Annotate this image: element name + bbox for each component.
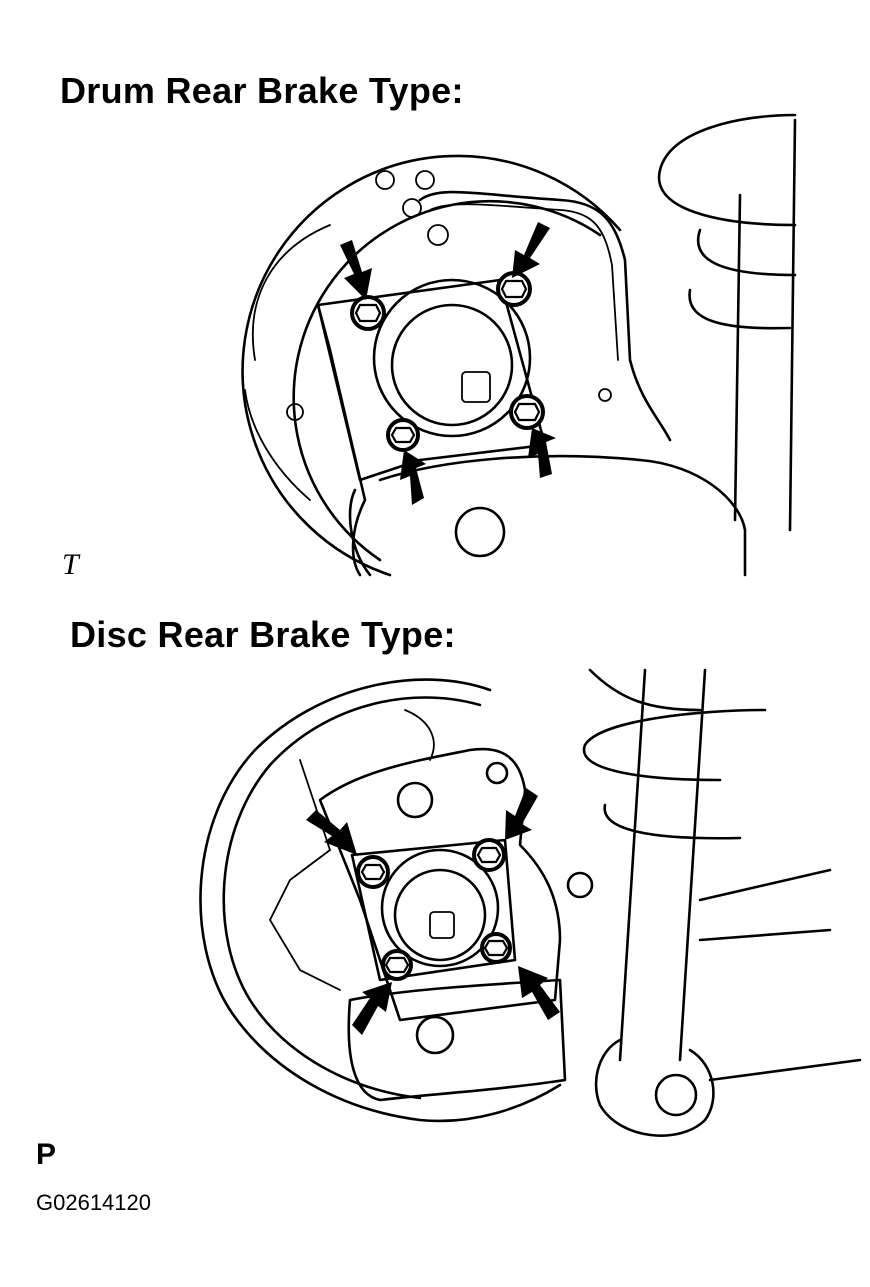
disc-strut-top bbox=[588, 668, 702, 712]
disc-arrow-top-right bbox=[505, 788, 538, 840]
drum-top-hole-d bbox=[427, 224, 449, 246]
disc-strut-eye-hole bbox=[654, 1073, 698, 1117]
disc-brake-illustration bbox=[199, 668, 862, 1137]
drum-shock-absorber bbox=[733, 118, 797, 532]
disc-hub-flange bbox=[380, 848, 500, 968]
drum-bolt-bottom-left bbox=[386, 418, 420, 452]
disc-suspension-links bbox=[698, 868, 862, 1082]
drum-axle-nut bbox=[461, 371, 491, 403]
disc-knuckle-hole-side bbox=[566, 871, 594, 899]
drum-trailing-arm bbox=[378, 454, 747, 577]
disc-mount-hole bbox=[415, 1015, 455, 1055]
disc-dust-shield-outer bbox=[199, 678, 562, 1123]
drum-bolt-top-right bbox=[496, 271, 532, 307]
drum-bolt-bottom-right bbox=[509, 394, 545, 430]
disc-bolt-bottom-right bbox=[480, 932, 512, 964]
disc-lower-mount bbox=[347, 978, 567, 1102]
drum-hole bbox=[286, 403, 304, 421]
disc-hub-plate bbox=[350, 838, 517, 982]
disc-hub bbox=[393, 868, 487, 962]
disc-bolt-bottom-left bbox=[381, 949, 413, 981]
disc-bolt-top-left bbox=[356, 855, 390, 889]
disc-knuckle-hole-top bbox=[396, 781, 434, 819]
disc-arrow-bottom-left bbox=[352, 982, 392, 1035]
drum-coil-spring-lower bbox=[688, 228, 797, 330]
disc-coil-spring-top bbox=[582, 708, 767, 782]
drum-brake-line bbox=[418, 190, 672, 442]
disc-shield-lip bbox=[404, 709, 435, 761]
t-mark: T bbox=[62, 548, 79, 581]
disc-arrow-top-left bbox=[306, 810, 357, 855]
drum-backing-plate-outer bbox=[241, 154, 622, 577]
drum-brake-illustration bbox=[241, 113, 797, 577]
disc-strut-eye bbox=[594, 1038, 715, 1137]
drum-hub bbox=[390, 303, 514, 427]
disc-brake-title: Disc Rear Brake Type: bbox=[70, 614, 456, 655]
drum-arrow-top-right bbox=[512, 222, 550, 278]
disc-bolt-top-right bbox=[472, 838, 506, 872]
disc-coil-spring-lower bbox=[603, 803, 742, 840]
drum-bolt-top-left bbox=[350, 295, 386, 331]
drum-top-hole-b bbox=[415, 170, 435, 190]
drum-top-hole-c bbox=[402, 198, 422, 218]
p-mark: P bbox=[36, 1138, 57, 1171]
drum-arrow-bottom-right bbox=[528, 428, 556, 478]
drum-arrow-top-left bbox=[340, 240, 372, 300]
disc-strut-body bbox=[618, 668, 707, 1062]
drum-bracket-edge bbox=[316, 303, 367, 577]
drum-backing-plate-inner bbox=[292, 199, 602, 562]
disc-arrow-bottom-right bbox=[518, 966, 560, 1020]
drum-top-hole-a bbox=[375, 170, 395, 190]
drum-arrow-bottom-left bbox=[400, 450, 426, 505]
disc-knuckle-hole-right bbox=[485, 761, 509, 785]
figure-code: G02614120 bbox=[36, 1190, 151, 1215]
disc-dust-shield-inner bbox=[222, 696, 482, 1100]
drum-coil-spring-top bbox=[657, 113, 797, 227]
drum-hub-flange bbox=[372, 278, 532, 438]
disc-shield-cutout bbox=[268, 759, 341, 991]
drum-brake-line-inner bbox=[429, 203, 619, 361]
disc-axle-nut bbox=[429, 911, 455, 939]
drum-arm-hole bbox=[454, 506, 506, 558]
drum-brake-title: Drum Rear Brake Type: bbox=[60, 70, 464, 111]
drum-arm-left bbox=[348, 488, 372, 577]
disc-knuckle bbox=[318, 747, 562, 1022]
drum-hole-small bbox=[598, 388, 612, 402]
drum-brake-shoe bbox=[244, 224, 331, 501]
